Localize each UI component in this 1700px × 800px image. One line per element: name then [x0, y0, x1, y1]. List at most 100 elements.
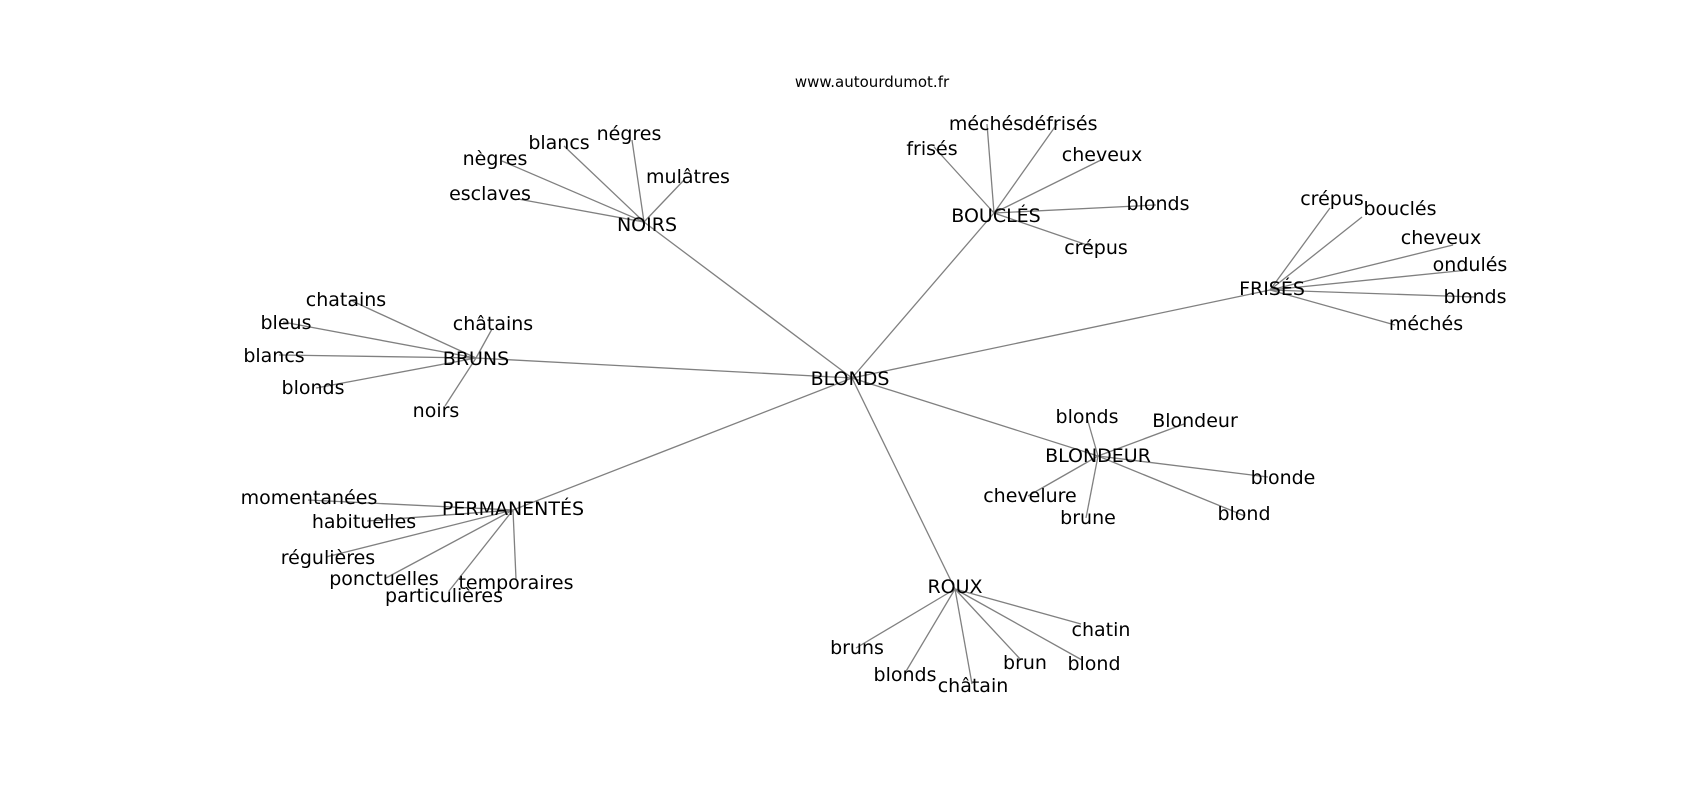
leaf-node-label: temporaires [458, 572, 573, 594]
hub-to-leaf-edge [954, 588, 1022, 661]
hub-node-label: BRUNS [443, 348, 509, 370]
leaf-node-label: crépus [1300, 188, 1364, 210]
center-to-hub-edge [475, 357, 853, 379]
leaf-node-label: Blondeur [1152, 410, 1238, 432]
leaf-node-label: esclaves [449, 183, 531, 205]
leaf-node-label: régulières [281, 547, 375, 569]
leaf-node-label: brune [1060, 507, 1116, 529]
hub-to-leaf-edge [1027, 455, 1099, 497]
hub-to-leaf-edge [278, 354, 477, 359]
leaf-node-label: cheveux [1062, 144, 1142, 166]
hub-to-leaf-edge [1269, 289, 1476, 298]
hub-to-leaf-edge [1269, 244, 1454, 291]
hub-node-label: FRISÉS [1239, 277, 1305, 300]
hub-to-leaf-edge [563, 145, 645, 223]
leaf-node-label: blonds [1444, 286, 1507, 308]
hub-to-leaf-edge [993, 159, 1102, 214]
center-to-hub-edge [851, 212, 995, 379]
leaf-node-label: cheveux [1401, 227, 1481, 249]
leaf-node-label: blancs [243, 345, 304, 367]
center-to-hub-edge [851, 377, 956, 590]
leaf-node-label: blonds [282, 377, 345, 399]
hub-to-leaf-edge [349, 299, 477, 359]
edges-layer [278, 123, 1476, 685]
hub-to-leaf-edge [954, 588, 973, 685]
hub-to-leaf-edge [475, 328, 493, 359]
site-credit: www.autourdumot.fr [795, 73, 950, 91]
leaf-node-label: ondulés [1433, 254, 1508, 276]
hub-to-leaf-edge [1085, 455, 1099, 519]
leaf-node-label: mulâtres [646, 166, 730, 188]
center-node-label: BLONDS [811, 368, 890, 390]
hub-to-leaf-edge [1269, 289, 1396, 326]
leaf-node-label: chatin [1072, 619, 1131, 641]
leaf-node-label: momentanées [241, 487, 378, 509]
hub-to-leaf-edge [855, 588, 956, 649]
leaf-node-label: blond [1067, 653, 1120, 675]
leaf-node-label: bleus [261, 312, 312, 334]
hub-to-leaf-edge [1269, 216, 1363, 291]
hub-to-leaf-edge [933, 146, 995, 214]
hub-node-label: NOIRS [617, 214, 677, 236]
leaf-node-label: blonds [1127, 193, 1190, 215]
hub-to-leaf-edge [993, 204, 1157, 214]
leaf-node-label: chevelure [983, 485, 1077, 507]
hub-to-leaf-edge [325, 509, 514, 558]
hub-to-leaf-edge [643, 179, 685, 223]
hub-to-leaf-edge [904, 588, 956, 674]
center-to-hub-edge [851, 377, 1099, 457]
leaf-node-label: blonds [1056, 406, 1119, 428]
hub-to-leaf-edge [282, 321, 477, 359]
hub-to-leaf-edge [512, 509, 517, 580]
leaf-node-label: blonde [1251, 467, 1316, 489]
leaf-node-label: châtains [453, 313, 533, 335]
leaf-node-label: blond [1217, 503, 1270, 525]
leaf-node-label: blancs [528, 132, 589, 154]
hub-to-leaf-edge [444, 357, 477, 407]
hub-to-leaf-edge [385, 509, 514, 579]
center-to-hub-edge [851, 289, 1271, 379]
hub-to-leaf-edge [986, 123, 995, 214]
hub-to-leaf-edge [366, 509, 514, 522]
leaf-node-label: bouclés [1363, 198, 1436, 220]
leaf-node-label: frisés [906, 138, 957, 160]
leaf-node-label: défrisés [1022, 113, 1097, 135]
leaf-node-label: nègres [463, 148, 528, 170]
hub-to-leaf-edge [517, 198, 645, 223]
hub-node-label: PERMANENTÉS [442, 497, 584, 520]
leaf-node-label: bruns [830, 637, 884, 659]
hub-to-leaf-edge [307, 499, 514, 511]
hub-node-label: BLONDEUR [1045, 445, 1151, 467]
center-to-hub-edge [643, 221, 853, 379]
hub-to-leaf-edge [954, 588, 1082, 625]
leaf-node-label: méchés [1389, 313, 1463, 335]
leaf-node-label: ponctuelles [329, 568, 439, 590]
leaf-node-label: chatains [306, 289, 386, 311]
leaf-node-label: châtain [938, 675, 1009, 697]
leaf-node-label: noirs [413, 400, 460, 422]
leaf-node-label: brun [1003, 652, 1047, 674]
hub-to-leaf-edge [1086, 417, 1099, 457]
hub-to-leaf-edge [631, 139, 645, 223]
hub-to-leaf-edge [1097, 455, 1269, 478]
hub-to-leaf-edge [1097, 423, 1185, 457]
leaf-node-label: particulières [385, 585, 503, 607]
leaf-node-label: blonds [874, 664, 937, 686]
hub-to-leaf-edge [315, 357, 477, 389]
hub-to-leaf-edge [1269, 269, 1469, 291]
hub-to-leaf-edge [448, 509, 514, 592]
leaf-node-label: crépus [1064, 237, 1128, 259]
center-to-hub-edge [512, 377, 853, 511]
hub-to-leaf-edge [954, 588, 1083, 661]
hub-to-leaf-edge [1269, 207, 1331, 291]
hub-to-leaf-edge [993, 123, 1058, 214]
leaf-node-label: méchés [949, 113, 1023, 135]
hub-to-leaf-edge [1097, 455, 1246, 517]
hub-to-leaf-edge [501, 160, 645, 223]
leaf-node-label: négres [597, 123, 662, 145]
labels-layer: www.autourdumot.fr BLONDS NOIRSnègresbla… [241, 73, 1508, 697]
leaf-node-label: habituelles [312, 511, 416, 533]
hub-node-label: BOUCLÉS [951, 204, 1040, 227]
hub-node-label: ROUX [927, 576, 982, 598]
